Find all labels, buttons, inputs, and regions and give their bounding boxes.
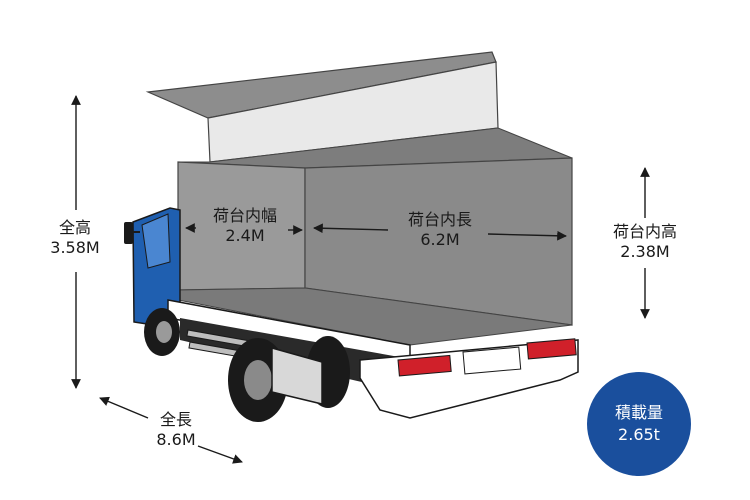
truck-cab: [124, 207, 181, 327]
payload-badge: 積載量 2.65t: [587, 372, 691, 476]
total-height-name: 全高: [58, 218, 91, 237]
bed-length-arrow-right: [487, 230, 567, 241]
bed-inner-length-value: 6.2M: [420, 230, 460, 249]
total-length-arrow-left: [99, 396, 149, 419]
dimension-arrows: [71, 95, 650, 464]
wheels: [144, 308, 350, 422]
side-mirror: [124, 222, 133, 244]
total-length-label: 全長 8.6M: [138, 410, 214, 450]
total-height-value: 3.58M: [50, 238, 100, 257]
rear-bumper: [359, 338, 579, 419]
total-length-arrow-right: [197, 445, 243, 464]
payload-name: 積載量: [614, 403, 663, 422]
cargo-box: [177, 127, 573, 346]
total-height-label: 全高 3.58M: [40, 218, 110, 258]
tail-lamp-left: [397, 354, 452, 377]
license-plate: [462, 346, 522, 375]
total-length-value: 8.6M: [156, 430, 196, 449]
tail-lamp-right: [526, 338, 577, 360]
bed-inner-width-name: 荷台内幅: [212, 206, 277, 225]
bed-inner-height-label: 荷台内高 2.38M: [600, 222, 690, 262]
wing-panel: [145, 51, 499, 163]
bed-inner-width-label: 荷台内幅 2.4M: [190, 206, 300, 246]
bed-length-arrow-left: [313, 223, 389, 234]
payload-value: 2.65t: [618, 425, 660, 444]
mud-flap: [271, 347, 323, 405]
total-length-name: 全長: [159, 410, 192, 429]
bed-inner-length-name: 荷台内長: [407, 210, 472, 229]
bed-inner-height-value: 2.38M: [620, 242, 670, 261]
bed-inner-length-label: 荷台内長 6.2M: [380, 210, 500, 250]
bed-inner-width-value: 2.4M: [225, 226, 265, 245]
bed-inner-height-name: 荷台内高: [612, 222, 677, 241]
